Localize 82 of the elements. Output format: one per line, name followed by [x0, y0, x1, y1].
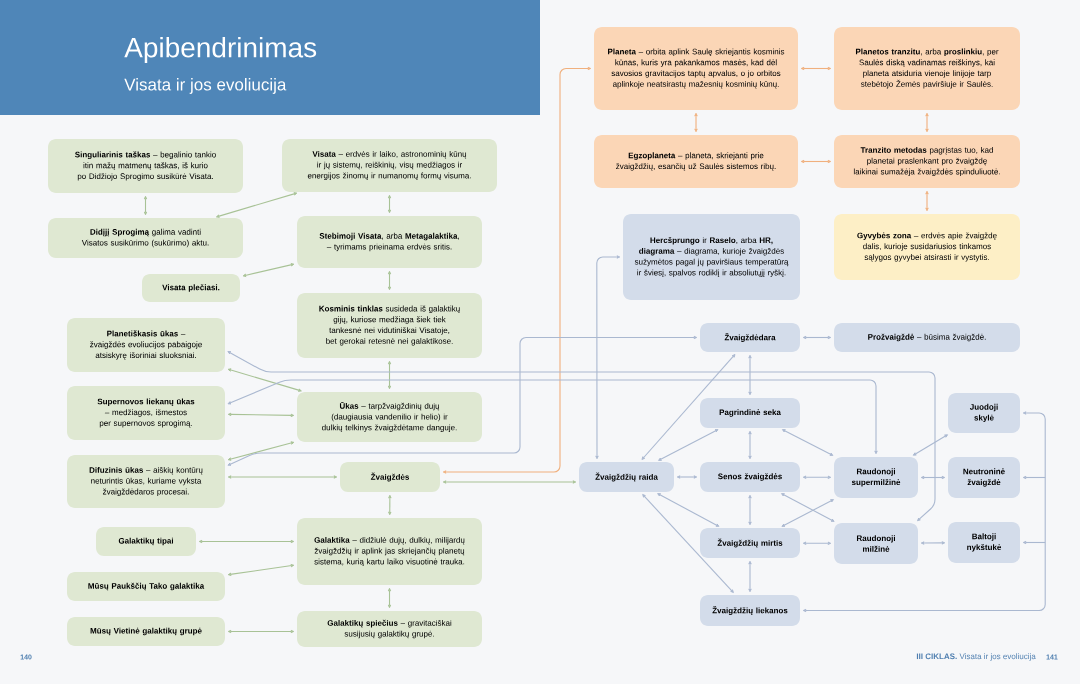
arrow: [676, 475, 698, 479]
concept-box: Egzoplaneta – planeta, skriejanti prie žvaigždžių, esančių už Saulės sistemos ribų.: [594, 135, 798, 188]
subtitle: Visata ir jos evoliucija: [124, 78, 287, 94]
concept-box: Galaktikų spiečius – gravitaciškai susijusių galaktikų grupė.: [297, 611, 482, 647]
arrow: [227, 563, 295, 576]
arrow: [641, 354, 736, 460]
arrow: [642, 494, 734, 593]
concept-box: Hercšprungo ir Raselo, arba HR, diagrama – diagrama, kurioje žvaigždės sužymėtos pagal jų paviršiaus temperatūrą ir šviesį, spalvos rodiklį ir absoliutųjį ryškį.: [623, 214, 800, 300]
arrow: [388, 494, 392, 516]
arrow: [912, 434, 948, 456]
concept-box: Žvaigždžių liekanos: [700, 595, 800, 626]
concept-box: Žvaigždės: [340, 462, 440, 492]
arrow: [242, 263, 295, 277]
arrow: [748, 354, 752, 396]
arrow: [442, 480, 577, 484]
arrow: [387, 270, 392, 291]
concept-box: Supernovos liekanų ūkas – medžiagos, išmestos per supernovos sprogimą.: [67, 386, 225, 440]
concept-box: Baltoji nykštukė: [948, 522, 1020, 563]
arrow: [781, 429, 834, 456]
arrow: [227, 351, 936, 522]
concept-box: Žvaigždžių mirtis: [700, 528, 800, 558]
arrow: [748, 494, 752, 526]
concept-box: Juodoji skylė: [948, 393, 1020, 433]
arrow: [595, 255, 621, 460]
concept-box: Didįjį Sprogimą galima vadinti Visatos susikūrimo (sukūrimo) aktu.: [48, 218, 243, 258]
concept-box: Galaktikų tipai: [96, 527, 196, 556]
concept-box: Neutroninė žvaigždė: [948, 457, 1020, 498]
concept-box: Planetos tranzitu, arba proslinkiu, per Saulės diską vadinamas reiškinys, kai planeta atsiduria vienoje linijoje tarp stebėtojo Žemės paviršiuje ir Saulės.: [834, 27, 1020, 110]
arrow: [925, 112, 929, 133]
concept-box: Singuliarinis taškas – begalinio tankio itin mažų matmenų taškas, iš kurio po Didžiojo Sprogimo susikūrė Visata.: [48, 139, 243, 193]
arrow: [802, 335, 832, 340]
concept-box: Planeta – orbita aplink Saulę skriejantis kosminis kūnas, kuris yra pakankamos masės, kad dėl savosios gravitacijos taptų apvalus, o jo orbitos aplinkoje neatsirastų mažesnių kosminių kūnų.: [594, 27, 798, 110]
concept-box: Raudonoji milžinė: [834, 523, 918, 564]
concept-box: Žvaigždėdara: [700, 323, 800, 352]
arrow: [198, 539, 295, 544]
arrow: [227, 475, 338, 479]
arrow: [800, 159, 832, 164]
arrow: [657, 493, 720, 527]
arrow: [387, 360, 392, 390]
concept-box: Senos žvaigždės: [700, 462, 800, 492]
concept-box: Planetiškasis ūkas – žvaigždės evoliucijos pabaigoje atsiskyrę išoriniai sluoksniai.: [67, 318, 225, 372]
arrow: [227, 412, 295, 418]
concept-box: Gyvybės zona – erdvės apie žvaigždę dalis, kurioje susidariusios tinkamos sąlygos gyvybei atsirasti ir vystytis.: [834, 214, 1020, 280]
concept-box: Tranzito metodas pagrįstas tuo, kad planetai praslenkant pro žvaigždę laikinai sumažėja žvaigždės spinduliuotė.: [834, 135, 1020, 188]
arrow: [925, 190, 929, 212]
arrow: [920, 541, 946, 545]
concept-box: Stebimoji Visata, arba Metagalaktika, – tyrimams prieinama erdvės sritis.: [297, 216, 482, 268]
arrow: [227, 379, 878, 455]
concept-box: Visata plečiasi.: [142, 274, 240, 302]
arrow: [227, 368, 302, 392]
concept-box: Pagrindinė seka: [700, 398, 800, 428]
concept-box: Mūsų Paukščių Tako galaktika: [67, 572, 225, 601]
arrow: [748, 560, 752, 593]
concept-box: Kosminis tinklas susideda iš galaktikų gijų, kuriose medžiaga šiek tiek tankesnė nei vidutiniškai Visatoje, bet gerokai retesnė nei galaktikose.: [297, 293, 482, 358]
concept-box: Difuzinis ūkas – aiškių kontūrų neturintis ūkas, kuriame vyksta žvaigždėdaros procesai.: [67, 455, 225, 508]
arrow: [694, 112, 698, 133]
arrow: [802, 541, 832, 545]
concept-box: Galaktika – didžiulė dujų, dulkių, milijardų žvaigždžių ir aplink jas skriejančių planetų sistema, kurią kartu laiko visuotinė trauka.: [297, 518, 482, 585]
arrow: [658, 429, 719, 461]
arrow: [800, 66, 832, 71]
arrow: [781, 493, 835, 522]
concept-box: Visata – erdvės ir laiko, astronominių kūnų ir jų sistemų, reiškinių, visų medžiagos ir energijos žinomų ir numanomų formų visuma.: [282, 139, 497, 192]
running-footer: III CIKLAS. Visata ir jos evoliucija: [916, 653, 1036, 661]
arrow: [748, 430, 752, 460]
arrow: [802, 411, 1046, 613]
concept-box: Prožvaigždė – būsima žvaigždė.: [834, 323, 1020, 352]
arrow: [143, 195, 148, 216]
arrow: [387, 194, 392, 214]
arrow: [215, 192, 298, 218]
concept-box: Mūsų Vietinė galaktikų grupė: [67, 617, 225, 646]
arrow: [442, 66, 592, 474]
arrow: [920, 475, 946, 480]
concept-box: Žvaigždžių raida: [579, 462, 674, 492]
arrow: [227, 335, 698, 466]
concept-box: Raudonoji supermilžinė: [834, 457, 918, 498]
arrow: [781, 499, 834, 527]
arrow: [802, 475, 832, 479]
page-title: Apibendrinimas: [124, 36, 317, 64]
arrow: [387, 587, 392, 609]
concept-box: Ūkas – tarpžvaigždinių dujų (daugiausia vandenilio ir helio) ir dulkių telkinys žvaigždėtame danguje.: [297, 392, 482, 442]
arrow: [227, 441, 295, 461]
arrow: [227, 629, 295, 634]
